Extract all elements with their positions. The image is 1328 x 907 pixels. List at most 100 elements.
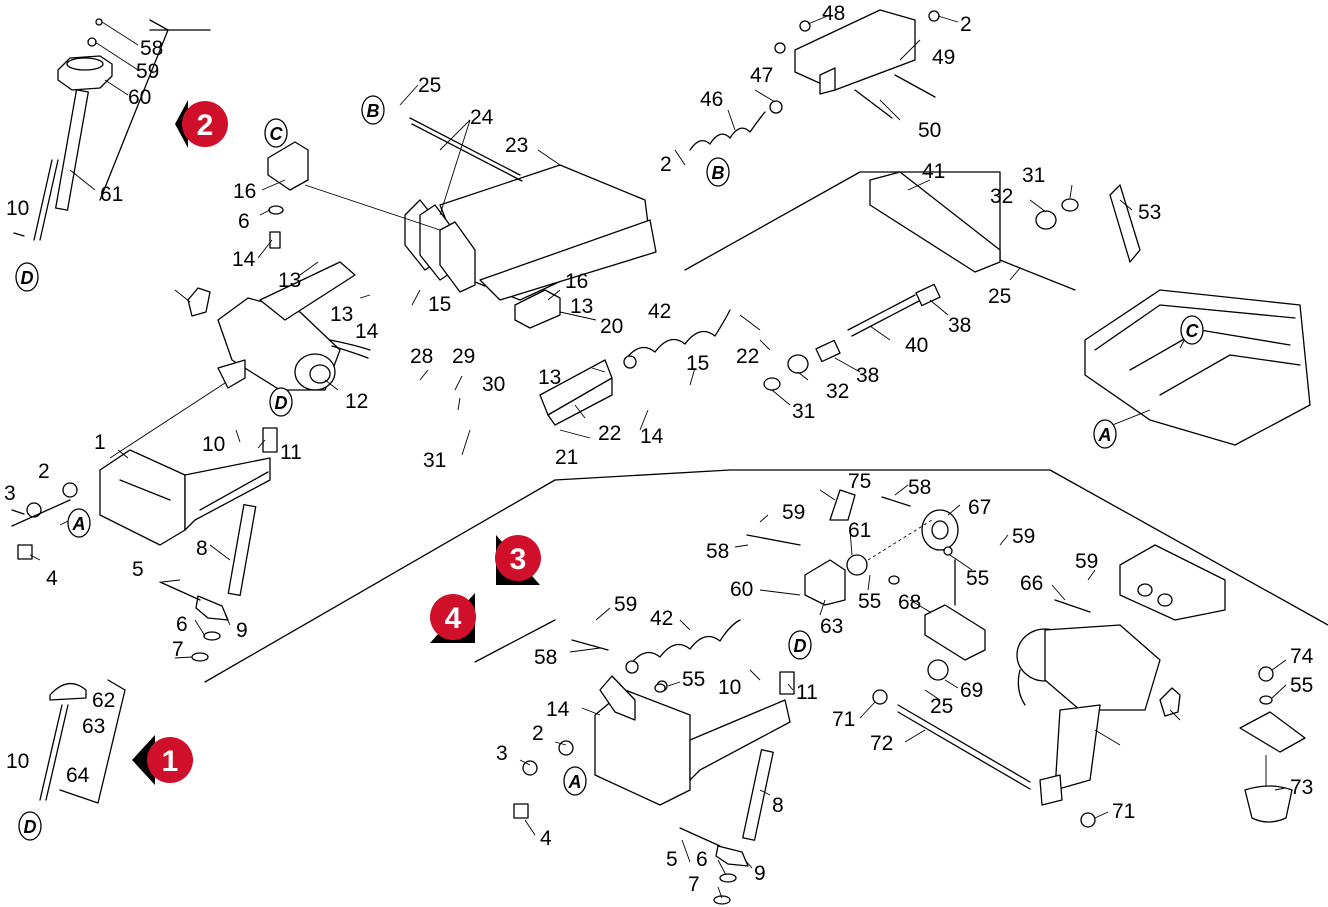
- callout-1: 1: [94, 431, 106, 454]
- callout-67: 69: [960, 679, 983, 702]
- svg-text:4: 4: [445, 602, 462, 635]
- bracket-45: [769, 9, 940, 119]
- callout-60-c: 59: [1075, 550, 1098, 573]
- callout-5-lower: 5: [666, 848, 678, 871]
- callout-13-a: 13: [278, 269, 301, 292]
- callout-55: 64: [66, 764, 90, 787]
- svg-text:D: D: [21, 268, 34, 288]
- callout-69: 72: [870, 732, 893, 755]
- rod-8-upper: [227, 503, 257, 597]
- ref-letter-b-spring: B: [706, 157, 730, 187]
- callout-43: 48: [822, 2, 845, 25]
- callout-59-b: 55: [858, 590, 881, 613]
- bracket-22: [539, 359, 613, 426]
- callout-3-upper: 3: [4, 482, 16, 505]
- foot-71: [1239, 666, 1306, 823]
- callout-13-c: 13: [570, 295, 593, 318]
- spring-41: [689, 111, 766, 151]
- callout-45: 49: [932, 46, 955, 69]
- callout-48: 58: [140, 37, 163, 60]
- callout-10-lower: 10: [718, 676, 741, 699]
- callout-26-top: 25: [418, 74, 441, 97]
- callout-13-d: 13: [538, 366, 561, 389]
- callout-31-lower: 31: [792, 400, 815, 423]
- ref-letter-d-inset2: D: [15, 262, 39, 292]
- callout-27: 28: [410, 345, 433, 368]
- callout-75: 75: [848, 470, 871, 493]
- callout-30: 31: [423, 449, 446, 472]
- callout-24: 23: [505, 134, 528, 157]
- callout-28: 29: [452, 345, 475, 368]
- actuator-74: [1016, 624, 1161, 806]
- callout-7-upper: 7: [172, 638, 184, 661]
- clevis-9-upper: [159, 581, 229, 662]
- callout-16-upper: 14: [232, 248, 256, 271]
- reference-letters: B B C C D D D D: [15, 95, 1204, 841]
- callout-14-upper: 14: [355, 320, 379, 343]
- callout-66: 68: [898, 591, 921, 614]
- spring-40-upper: [623, 309, 731, 369]
- callout-49: 59: [136, 60, 159, 83]
- callout-50: 60: [128, 86, 151, 109]
- callout-2-lower: 2: [532, 722, 544, 745]
- callout-33-lower: 38: [856, 364, 879, 387]
- view-marker-2: 2: [175, 100, 228, 148]
- callout-62: 61: [848, 519, 871, 542]
- callout-65: 66: [1020, 572, 1043, 595]
- callout-15-upper: 15: [428, 293, 451, 316]
- callout-15-mid: 15: [686, 352, 709, 375]
- view-marker-4: 4: [430, 593, 476, 643]
- svg-text:C: C: [1186, 321, 1200, 341]
- callout-33-upper: 38: [948, 314, 971, 337]
- bracket-18-upper: [267, 141, 309, 249]
- spring-40-lower: [625, 619, 741, 674]
- bracket-1: [99, 449, 271, 546]
- callout-26-lower: 25: [930, 695, 953, 718]
- shaft-69: [872, 689, 1096, 828]
- callout-26-right: 25: [988, 285, 1011, 308]
- callout-31-upper: 31: [1022, 164, 1045, 187]
- svg-text:B: B: [367, 101, 380, 121]
- svg-text:1: 1: [162, 745, 179, 778]
- svg-text:D: D: [794, 636, 807, 656]
- callout-8-lower: 8: [772, 794, 784, 817]
- callout-12: 12: [345, 390, 368, 413]
- callout-59-d: 55: [1290, 674, 1313, 697]
- ref-letter-a-upper: A: [67, 508, 91, 538]
- hardware-lower-section: [571, 496, 1091, 693]
- callout-22: 22: [598, 422, 621, 445]
- strap-47: [1109, 184, 1141, 263]
- callout-72: 74: [1290, 645, 1314, 668]
- callout-59-c: 55: [682, 668, 705, 691]
- svg-text:D: D: [24, 817, 37, 837]
- callout-9-lower: 9: [754, 862, 766, 885]
- callout-2-spring: 2: [660, 153, 672, 176]
- callout-10-upper: 10: [202, 433, 225, 456]
- callout-21: 21: [555, 446, 578, 469]
- callout-11-lower: 11: [796, 681, 818, 704]
- bracket-16: [594, 675, 791, 806]
- callout-59-a: 55: [966, 567, 989, 590]
- svg-text:A: A: [1098, 425, 1112, 445]
- callout-60-d: 59: [614, 593, 637, 616]
- callout-3-lower: 3: [496, 742, 508, 765]
- callout-9-upper: 9: [236, 619, 248, 642]
- mount-66: [924, 559, 986, 681]
- callout-63: 63: [820, 615, 843, 638]
- view-markers: 2 1 3 4: [132, 100, 541, 785]
- svg-text:A: A: [72, 514, 86, 534]
- clevis-9-lower: [679, 827, 749, 905]
- inset-knob-assembly: [33, 18, 169, 241]
- callout-6-lower-left: 6: [176, 613, 188, 636]
- callout-60-b: 59: [1012, 525, 1035, 548]
- bracket-upper-right-lower: [1119, 544, 1226, 621]
- ref-letter-b-top: B: [361, 95, 385, 125]
- callout-53: 62: [92, 689, 115, 712]
- callout-64: 67: [968, 496, 991, 519]
- callout-41: 46: [700, 88, 723, 111]
- ref-letter-d-lower: D: [788, 630, 812, 660]
- bracket-63: [804, 489, 959, 606]
- clip-73-lower: [1159, 687, 1181, 717]
- ref-letter-c-deck: C: [1180, 315, 1204, 345]
- callout-40-upper: 42: [648, 300, 671, 323]
